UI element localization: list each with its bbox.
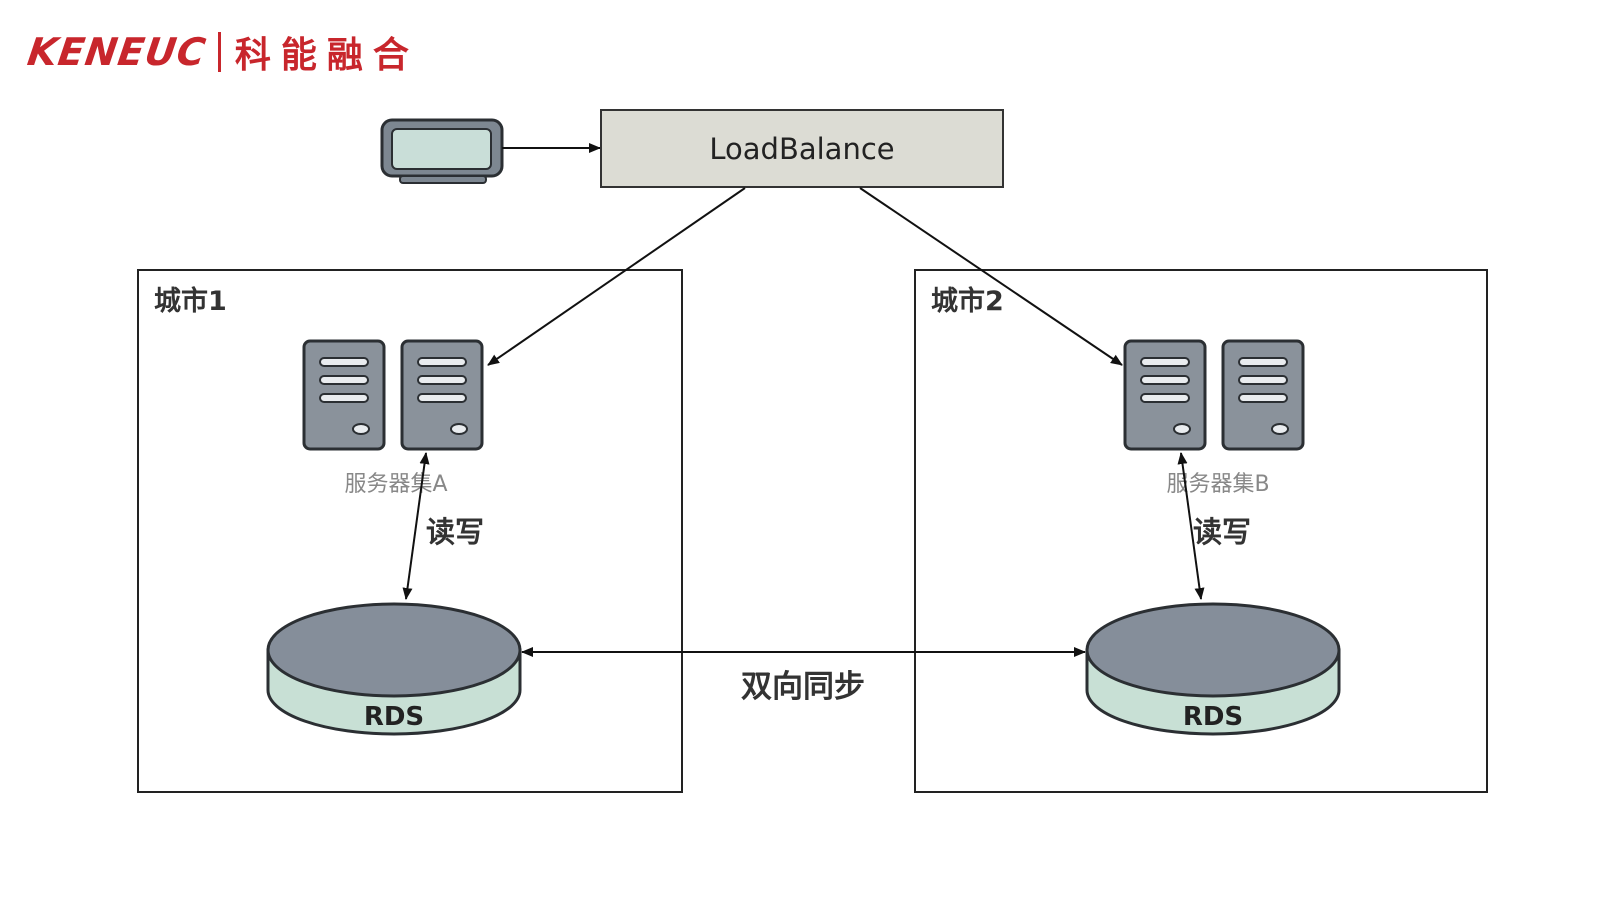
database-icon — [266, 602, 522, 736]
rds-label-city1: RDS — [364, 702, 424, 732]
server-cluster-a-label: 服务器集A — [344, 472, 447, 497]
server-cluster-a — [302, 339, 484, 451]
monitor-icon — [380, 118, 504, 184]
rw-label-city1: 读写 — [426, 515, 484, 549]
server-icon — [400, 339, 484, 451]
region-box-city1 — [137, 269, 683, 793]
server-icon — [1221, 339, 1305, 451]
region-box-city2 — [914, 269, 1488, 793]
region-label-city2: 城市2 — [931, 285, 1004, 317]
lb-to-cluster-a-arrow — [487, 187, 746, 366]
rw-arrow-city1 — [402, 452, 430, 600]
load-balancer-box — [600, 109, 1004, 188]
rw-label-city2: 读写 — [1193, 515, 1251, 549]
company-logo: KENEUC 科能融合 — [25, 28, 419, 76]
server-icon — [302, 339, 386, 451]
region-label-city1: 城市1 — [154, 285, 227, 317]
rds-label-city2: RDS — [1183, 702, 1243, 732]
sync-label: 双向同步 — [741, 669, 865, 705]
logo-separator — [217, 32, 221, 72]
server-cluster-b-label: 服务器集B — [1166, 472, 1269, 497]
rw-arrow-city2 — [1177, 452, 1205, 600]
lb-to-cluster-b-arrow — [859, 187, 1123, 366]
logo-text-cn: 科能融合 — [234, 35, 419, 76]
database-icon — [1085, 602, 1341, 736]
load-balancer-label: LoadBalance — [709, 132, 894, 166]
server-cluster-b — [1123, 339, 1305, 451]
server-icon — [1123, 339, 1207, 451]
